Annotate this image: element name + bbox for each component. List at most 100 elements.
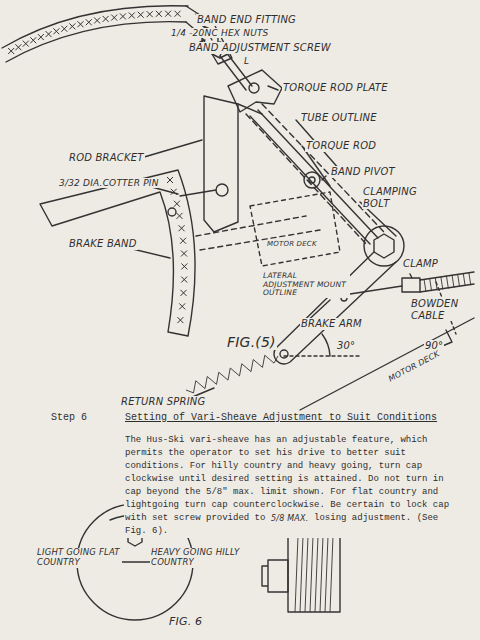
part-label: BAND PIVOT: [330, 166, 396, 178]
part-label: TORQUE ROD: [305, 140, 377, 152]
cap-thread: [315, 536, 318, 612]
band-stitching: [8, 11, 187, 323]
band-outer: [2, 6, 188, 48]
cap-thread: [330, 536, 333, 612]
step-number: Step 6: [50, 412, 88, 424]
stitch: [129, 12, 135, 18]
bracket-edge: [238, 104, 262, 114]
mark: L: [243, 56, 250, 66]
stitch: [177, 317, 183, 323]
leader-line: [120, 86, 412, 398]
brake-band: [40, 170, 195, 336]
stitch: [179, 303, 185, 309]
adjustment-screw: [220, 52, 252, 90]
cable-coil: [430, 278, 432, 291]
angle-ref: [284, 355, 360, 356]
plate-hole: [249, 83, 259, 93]
angle-arc: [322, 334, 330, 356]
cap-side-view: [288, 536, 340, 612]
cap-thread: [300, 536, 303, 612]
cable-coil: [446, 276, 448, 289]
part-label: RETURN SPRING: [120, 396, 206, 408]
stitch: [86, 19, 92, 25]
cap-thread: [320, 536, 323, 612]
rod-bracket: [204, 96, 238, 232]
stitch: [69, 23, 75, 29]
part-label: 3/32 DIA.COTTER PIN: [58, 178, 160, 188]
part-label: CLAMP: [402, 258, 439, 270]
torque-rod-plate: [228, 70, 282, 112]
stitch: [111, 15, 117, 21]
figure-label: FIG. 6: [168, 616, 203, 629]
return-spring: [186, 355, 278, 393]
part-label: BRAKE ARM: [300, 318, 363, 330]
stitch: [15, 44, 21, 50]
cable-coil: [458, 274, 460, 287]
cap-thread: [310, 536, 313, 612]
part-label: TUBE OUTLINE: [300, 112, 378, 124]
part-label: 1/4 -20NC HEX NUTS: [170, 28, 270, 38]
setting-label: HEAVY GOING HILLY COUNTRY: [150, 548, 244, 568]
part-label: CLAMPING BOLT: [362, 186, 426, 209]
part-label: MOTOR DECK: [266, 240, 318, 248]
figure-label: FIG.(5): [226, 334, 277, 350]
cable-coil: [452, 275, 454, 288]
arm-hole: [280, 350, 288, 358]
stitch: [175, 11, 181, 17]
part-label: BOWDEN CABLE: [410, 298, 464, 321]
stitch: [171, 189, 177, 195]
brake-arm: [274, 252, 396, 364]
stitch: [8, 48, 14, 54]
stitch: [61, 26, 67, 32]
band-pivot-pin: [309, 177, 315, 183]
stitch: [181, 290, 187, 296]
mount-outline: [250, 192, 340, 266]
stitch: [167, 177, 173, 183]
hex-bolt-side: [262, 560, 288, 592]
part-label: TORQUE ROD PLATE: [282, 82, 389, 94]
cap-thread: [305, 536, 308, 612]
dimension: 5/8 MAX.: [270, 514, 309, 523]
clamping-bolt: [374, 234, 394, 258]
cable-coil: [435, 277, 437, 290]
stitch: [77, 21, 83, 27]
stitch: [103, 16, 109, 22]
stitch: [156, 11, 162, 17]
cotter-pin: [216, 184, 228, 196]
band-inner: [6, 22, 186, 62]
angle-label: 30°: [336, 340, 356, 352]
stitch: [30, 37, 36, 43]
stitch: [94, 17, 100, 23]
stitch: [181, 251, 187, 257]
stitch: [165, 11, 171, 17]
cap-thread: [295, 536, 298, 612]
stitch: [120, 13, 126, 19]
stitch: [179, 225, 185, 231]
part-label: BAND END FITTING: [196, 14, 297, 26]
stitch: [138, 12, 144, 18]
part-label: MOTOR DECK: [386, 349, 442, 385]
stitch: [147, 11, 153, 17]
setting-label: LIGHT GOING FLAT COUNTRY: [36, 548, 122, 568]
stitch: [23, 41, 29, 47]
cable-clamp: [402, 278, 420, 292]
motor-deck-line: [300, 318, 474, 410]
stitch: [38, 34, 44, 40]
cable-wire: [350, 286, 402, 294]
stitch: [53, 28, 59, 34]
stitch: [177, 213, 183, 219]
cap-thread: [325, 536, 328, 612]
stitch: [181, 277, 187, 283]
bowden-cable: [420, 272, 474, 292]
band-pivot: [304, 172, 320, 188]
part-label: BRAKE BAND: [68, 238, 138, 250]
section-heading: Setting of Vari-Sheave Adjustment to Sui…: [124, 412, 438, 424]
band-rivet: [168, 208, 176, 216]
cable-coil: [463, 273, 465, 286]
clamp-boss: [364, 226, 404, 266]
stitch: [46, 31, 52, 37]
part-label: LATERAL ADJUSTMENT MOUNT OUTLINE: [262, 272, 350, 298]
cable-coil: [469, 272, 471, 285]
part-label: ROD BRACKET: [68, 152, 145, 164]
